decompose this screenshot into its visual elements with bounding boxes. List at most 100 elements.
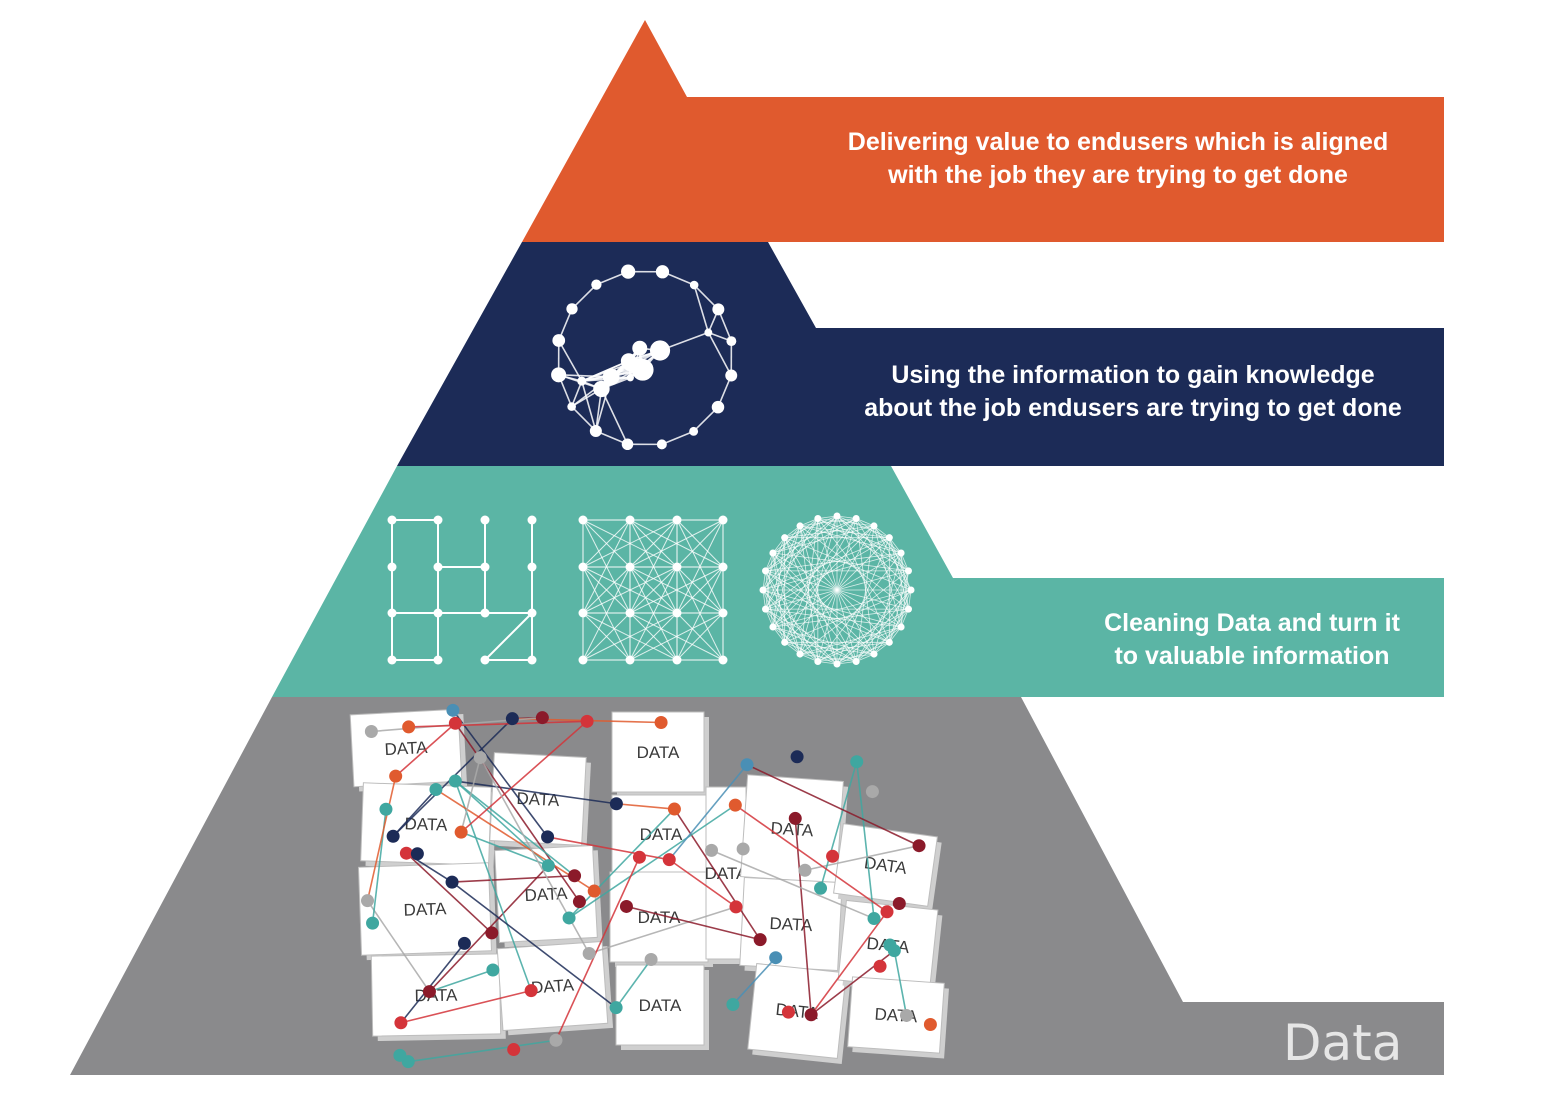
dense-grid-node [672,655,682,665]
data-cube-label: DATA [524,884,568,905]
data-network-node [880,905,894,919]
mesh-node [897,549,905,557]
data-network-node [867,912,881,926]
mesh-edge [762,518,819,591]
mesh-edge [784,518,857,643]
data-network-node [865,785,879,799]
data-network-node [609,797,623,811]
dense-grid-node [578,655,588,665]
data-network-edge [555,856,641,1041]
data-network-node [366,916,380,930]
dense-grid-node [672,608,682,618]
grid-node [387,515,397,525]
tier-knowledge-shape [397,242,1444,466]
dense-grid-edge [676,566,724,661]
data-network-node [850,755,864,769]
data-network-node [582,946,596,960]
data-cube: DATA [833,823,942,912]
dense-grid-edge [582,566,631,614]
dense-grid-node [718,608,728,618]
data-network-node [580,714,594,728]
sphere-node [711,400,725,414]
dense-grid-edge [676,519,724,614]
network-sphere-icon [551,264,738,451]
mesh-edge [762,589,819,662]
mesh-edge [836,515,909,572]
grid-node [527,515,537,525]
grid-node [480,562,490,572]
data-network-node [393,1048,407,1062]
data-network-node [446,703,460,717]
data-cube: DATA [357,862,497,961]
sphere-node [602,368,620,386]
sphere-node [589,424,602,438]
mesh-edge [784,641,875,655]
grid-node [433,608,443,618]
dense-grid-edge [676,566,724,614]
data-cube: DATA [739,876,847,976]
grid-node [433,655,443,665]
mesh-node [769,549,777,557]
data-network-node [448,774,462,788]
data-network-edge [400,989,532,1024]
sphere-node [726,336,737,347]
dense-grid-edge [629,566,678,614]
pyramid-tier-knowledge: Using the information to gain knowledge … [397,242,1444,466]
data-cube-face [496,940,609,1032]
data-network-node [389,769,403,783]
data-network-edge [366,900,431,993]
mesh-node [814,515,822,523]
grid-node [480,515,490,525]
data-network-edge [568,804,736,919]
data-cube-label: DATA [640,825,683,844]
mesh-edge [784,525,875,539]
mesh-edge [772,518,857,554]
sphere-node [591,279,602,290]
sphere-node [632,340,648,356]
mesh-edge [772,525,801,628]
data-network-node [609,1001,623,1015]
data-cube-label: DATA [639,996,682,1015]
dense-grid-edge [582,566,631,661]
sphere-node [577,376,587,386]
data-network-edge [395,722,456,777]
mesh-edge [772,525,875,628]
tier-knowledge-label-line-2: about the job endusers are trying to get… [864,394,1402,422]
dense-grid-edge [629,566,678,661]
sphere-node [626,374,634,382]
mesh-node [769,623,777,631]
mesh-edge [765,570,909,610]
sphere-node [621,264,636,279]
tier-information-label-line-1: Cleaning Data and turn it [1104,609,1401,637]
data-network-node [524,984,538,998]
sphere-node [620,353,637,369]
sphere-edge [558,340,583,382]
data-network-edge [615,959,652,1009]
sphere-node [551,367,567,383]
data-cube: DATA [611,711,709,797]
data-network-node [654,715,668,729]
data-network-node [729,900,743,914]
data-cube: DATA [370,953,506,1042]
tier-data-label: Data [1283,1014,1402,1072]
data-cube: DATA [740,774,849,889]
mesh-edge [799,525,819,662]
mesh-edge [855,589,912,662]
data-cube-face [847,976,945,1054]
dense-grid-node [625,608,635,618]
mesh-edge [772,537,786,628]
data-network-node [360,894,374,908]
mesh-edge [772,518,857,628]
tier-value-shape [522,20,1444,242]
mesh-node [852,515,860,523]
data-network-node [728,798,742,812]
mesh-edge [873,525,909,572]
data-network-edge [746,763,920,847]
tier-value-label-line-2: with the job they are trying to get done [887,161,1348,189]
data-cube-label: DATA [531,975,576,997]
mesh-edge [817,518,902,554]
mesh-edge [765,537,890,610]
data-network-edge [547,836,670,861]
data-network-node [726,997,740,1011]
